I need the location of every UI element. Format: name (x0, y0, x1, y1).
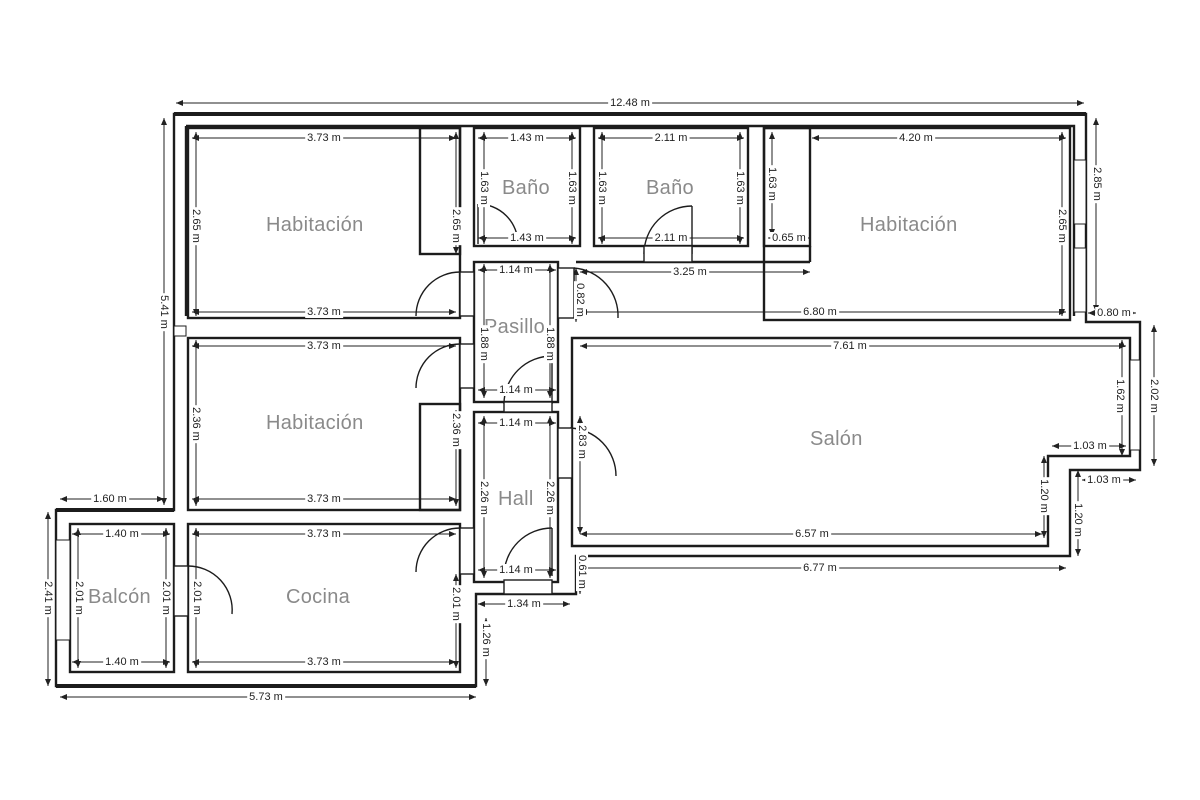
dim-hab2-closet: 2.36 m (450, 411, 462, 449)
dim-bano2-top: 2.11 m (652, 132, 690, 144)
room-label-hall: Hall (498, 488, 534, 510)
dim-hab2-top: 3.73 m (305, 340, 343, 352)
dim-balcony-offset: 1.60 m (91, 493, 129, 505)
dim-hall-right: 2.26 m (544, 479, 556, 517)
dim-pasillo-top: 1.14 m (497, 264, 535, 276)
dim-hall-width: 1.34 m (505, 598, 543, 610)
dim-total-height: 5.41 m (158, 293, 170, 331)
dim-balcony-height: 2.41 m (42, 579, 54, 617)
dim-cocina-right: 2.01 m (450, 585, 462, 623)
dim-balcon-right: 2.01 m (160, 579, 172, 617)
dim-pasillo-bottom: 1.14 m (497, 384, 535, 396)
dim-salon-top: 7.61 m (831, 340, 869, 352)
dim-hall-door: 2.83 m (576, 423, 588, 461)
room-label-cocina: Cocina (286, 586, 351, 608)
doors (173, 203, 693, 617)
dim-total-width: 12.48 m (608, 97, 652, 109)
dim-hab3-top: 4.20 m (897, 132, 935, 144)
dim-hab3-wall: 3.25 m (671, 266, 709, 278)
dim-salon-step-w-outer: 1.03 m (1085, 474, 1123, 486)
dim-salon-step-h-outer: 1.20 m (1072, 501, 1084, 539)
dim-hall-left: 2.26 m (478, 479, 490, 517)
dim-hab3-closet-w: 0.65 m (770, 232, 808, 244)
dim-salon-outer-bottom: 6.77 m (801, 562, 839, 574)
dim-salon-right-outer: 2.02 m (1148, 377, 1160, 415)
wall-fills (56, 112, 1086, 688)
room-label-bano-2: Baño (646, 177, 694, 199)
dim-pasillo-left: 1.88 m (478, 325, 490, 363)
dim-bano1-bottom: 1.43 m (508, 232, 546, 244)
dim-bano2-bottom: 2.11 m (652, 232, 690, 244)
dim-salon-small: 0.61 m (576, 553, 588, 591)
dim-hab3-height: 2.65 m (1056, 207, 1068, 245)
room-label-salon: Salón (810, 428, 863, 450)
dim-cocina-door: 2.01 m (191, 579, 203, 617)
dim-salon-step-w: 1.03 m (1071, 440, 1109, 452)
room-label-habitacion-2: Habitación (266, 412, 364, 434)
dim-hab2-height: 2.36 m (190, 405, 202, 443)
dim-cocina-top: 3.73 m (305, 528, 343, 540)
dim-hab2-bottom: 3.73 m (305, 493, 343, 505)
dim-bano1-top: 1.43 m (508, 132, 546, 144)
windows (55, 159, 1141, 641)
room-label-habitacion-3: Habitación (860, 214, 958, 236)
room-label-bano-1: Baño (502, 177, 550, 199)
dim-salon-step-h: 1.20 m (1038, 477, 1050, 515)
dim-wall-080: 0.80 m (1095, 307, 1133, 319)
dim-hab1-height: 2.65 m (190, 207, 202, 245)
dim-hab1-bottom: 3.73 m (305, 306, 343, 318)
dim-bano2-left: 1.63 m (596, 169, 608, 207)
dim-hab3-door: 0.82 m (574, 281, 586, 319)
dim-hall-bottom: 1.14 m (497, 564, 535, 576)
dim-balcon-left: 2.01 m (73, 579, 85, 617)
dim-hab1-closet: 2.65 m (450, 207, 462, 245)
dim-salon-bottom: 6.57 m (793, 528, 831, 540)
dim-pasillo-right: 1.88 m (544, 325, 556, 363)
dim-hab3-closet-h: 1.63 m (766, 165, 778, 203)
room-label-habitacion-1: Habitación (266, 214, 364, 236)
dim-right-height: 2.85 m (1091, 165, 1103, 203)
dim-bano1-left: 1.63 m (478, 169, 490, 207)
dim-hall-below: 1.26 m (480, 621, 492, 659)
dim-hab3-bottom: 6.80 m (801, 306, 839, 318)
dim-balcon-top: 1.40 m (103, 528, 141, 540)
dim-balcon-bottom: 1.40 m (103, 656, 141, 668)
dim-bano1-right: 1.63 m (566, 169, 578, 207)
dim-cocina-bottom: 3.73 m (305, 656, 343, 668)
dim-hall-top: 1.14 m (497, 417, 535, 429)
dim-salon-right-h: 1.62 m (1114, 377, 1126, 415)
dim-bottom-width: 5.73 m (247, 691, 285, 703)
room-label-pasillo: Pasillo (484, 316, 546, 338)
dim-hab1-top: 3.73 m (305, 132, 343, 144)
dim-bano2-right: 1.63 m (734, 169, 746, 207)
room-label-balcon: Balcón (88, 586, 151, 608)
